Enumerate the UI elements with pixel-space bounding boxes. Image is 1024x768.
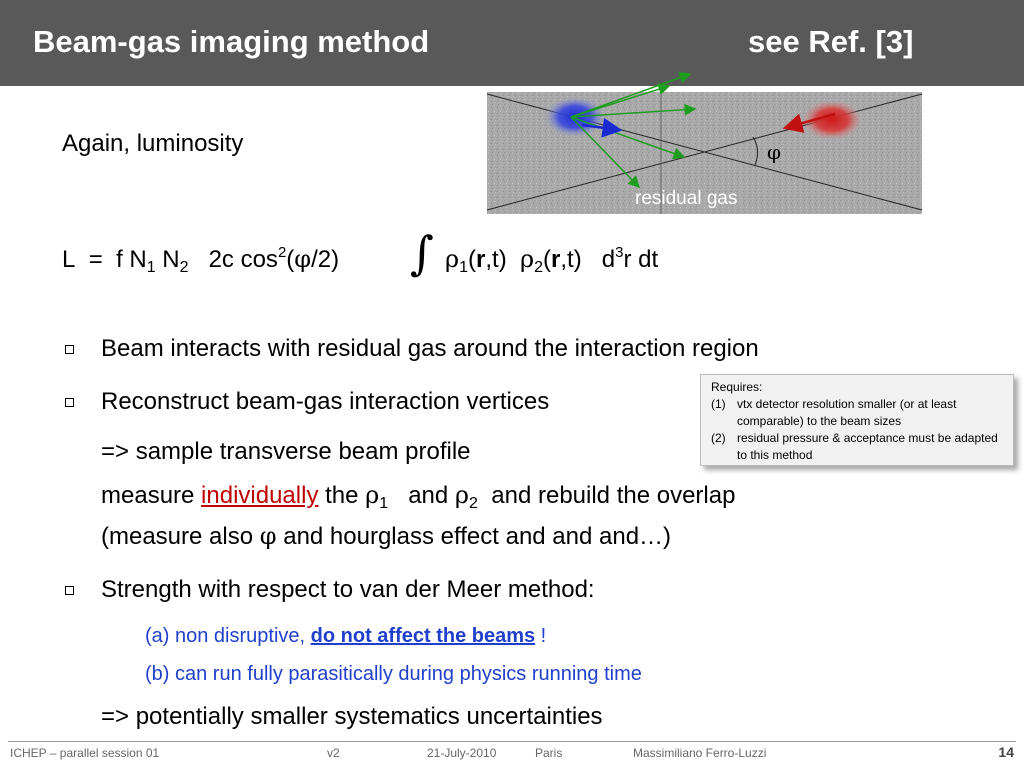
page-number: 14	[998, 744, 1014, 760]
formula-args-2: ,t)	[560, 246, 582, 273]
title-bar: Beam-gas imaging method see Ref. [3]	[0, 0, 1024, 86]
b2-hourglass: and hourglass effect and and and…)	[276, 523, 672, 550]
formula-rho1: ρ	[445, 245, 460, 273]
bullet-2-line-1: => sample transverse beam profile	[101, 438, 471, 465]
footer-divider	[8, 741, 1016, 742]
requires-item-1-text: vtx detector resolution smaller (or at l…	[737, 397, 957, 428]
formula-L: L	[62, 246, 76, 273]
beam-2-arrow	[782, 112, 836, 133]
b2-rho1: ρ	[365, 481, 380, 509]
b3a-pre: (a) non disruptive,	[145, 625, 311, 647]
bullet-3-conclusion: => potentially smaller systematics uncer…	[101, 703, 603, 730]
formula-r-1: r	[476, 246, 486, 273]
b2-the: the	[318, 482, 366, 509]
vertex-tracks	[570, 71, 697, 189]
b2-and: and	[408, 482, 455, 509]
formula-half: /2)	[311, 246, 340, 273]
formula-sq: 2	[277, 244, 287, 261]
formula-paren-1: (	[468, 246, 477, 273]
b3a-bold: do not affect the beams	[310, 625, 536, 647]
footer-version: v2	[327, 746, 340, 760]
formula-paren: (	[286, 246, 295, 273]
b2-rebuild: and rebuild the overlap	[491, 482, 736, 509]
beam-1-arrow	[581, 117, 623, 138]
b3a-post: !	[535, 625, 547, 647]
formula-args-1: ,t)	[485, 246, 507, 273]
formula-d: d	[601, 246, 616, 273]
formula-n2: N	[155, 246, 180, 273]
beam-2-bunch	[802, 100, 862, 140]
formula-eq: =	[88, 246, 103, 273]
bullet-marker-1	[65, 345, 74, 354]
formula-rdt: r dt	[623, 246, 659, 273]
phi-angle-label: φ	[767, 140, 782, 164]
b2-rho1-sub: 1	[379, 495, 389, 512]
formula-paren-2: (	[543, 246, 552, 273]
footer-author: Massimiliano Ferro-Luzzi	[633, 746, 767, 760]
intro-text: Again, luminosity	[62, 130, 244, 157]
footer-session: ICHEP – parallel session 01	[10, 746, 160, 760]
requires-item-2-text: residual pressure & acceptance must be a…	[737, 431, 998, 462]
formula-n1-sub: 1	[146, 259, 156, 276]
formula-r-2: r	[551, 246, 561, 273]
formula-phi: φ	[294, 245, 312, 273]
reference-note: see Ref. [3]	[748, 24, 914, 59]
footer-place: Paris	[535, 746, 563, 760]
b2-phi: φ	[259, 522, 277, 550]
bullet-2-line-2: measure individually the ρ1 and ρ2 and r…	[101, 481, 735, 513]
b2-measure-also: (measure also	[101, 523, 260, 550]
bullet-3-item-a: (a) non disruptive, do not affect the be…	[145, 625, 546, 648]
bullet-2-text: Reconstruct beam-gas interaction vertice…	[101, 388, 550, 415]
requires-item-1: (1) vtx detector resolution smaller (or …	[711, 396, 1007, 430]
b2-rho2: ρ	[454, 481, 470, 509]
b2-rho2-sub: 2	[469, 495, 478, 512]
bullet-1-text: Beam interacts with residual gas around …	[101, 335, 759, 362]
formula-integrand: ρ1(r,t) ρ2(r,t) d3r dt	[445, 244, 658, 277]
luminosity-formula: L = f N1 N2 2c cos2(φ/2)	[62, 244, 339, 277]
bullet-3-item-b: (b) can run fully parasitically during p…	[145, 663, 642, 685]
formula-cos: 2c cos	[208, 246, 278, 273]
formula-rho2-sub: 2	[534, 259, 544, 276]
b2-individually: individually	[201, 482, 319, 509]
formula-n2-sub: 2	[179, 259, 189, 276]
slide-title: Beam-gas imaging method	[33, 24, 430, 59]
formula-rho2: ρ	[520, 245, 535, 273]
b2-measure: measure	[101, 482, 202, 509]
requires-item-1-num: (1)	[711, 397, 726, 411]
bullet-2-line-3: (measure also φ and hourglass effect and…	[101, 522, 671, 551]
residual-gas-label: residual gas	[635, 188, 738, 209]
bullet-marker-3	[65, 586, 74, 595]
bullet-marker-2	[65, 398, 74, 407]
bullet-3-text: Strength with respect to van der Meer me…	[101, 576, 595, 603]
requires-title: Requires:	[711, 380, 763, 394]
requires-item-2: (2) residual pressure & acceptance must …	[711, 430, 1007, 464]
formula-f-n: f N	[116, 246, 147, 273]
footer-date: 21-July-2010	[427, 746, 497, 760]
formula-d3-sup: 3	[615, 244, 624, 261]
formula-rho1-sub: 1	[459, 259, 469, 276]
crossing-angle-arc	[752, 136, 759, 166]
beam-gas-diagram: φ residual gas	[486, 71, 923, 214]
requires-callout: Requires: (1) vtx detector resolution sm…	[700, 374, 1014, 466]
integral-sign: ∫	[410, 226, 434, 280]
requires-item-2-num: (2)	[711, 431, 726, 445]
